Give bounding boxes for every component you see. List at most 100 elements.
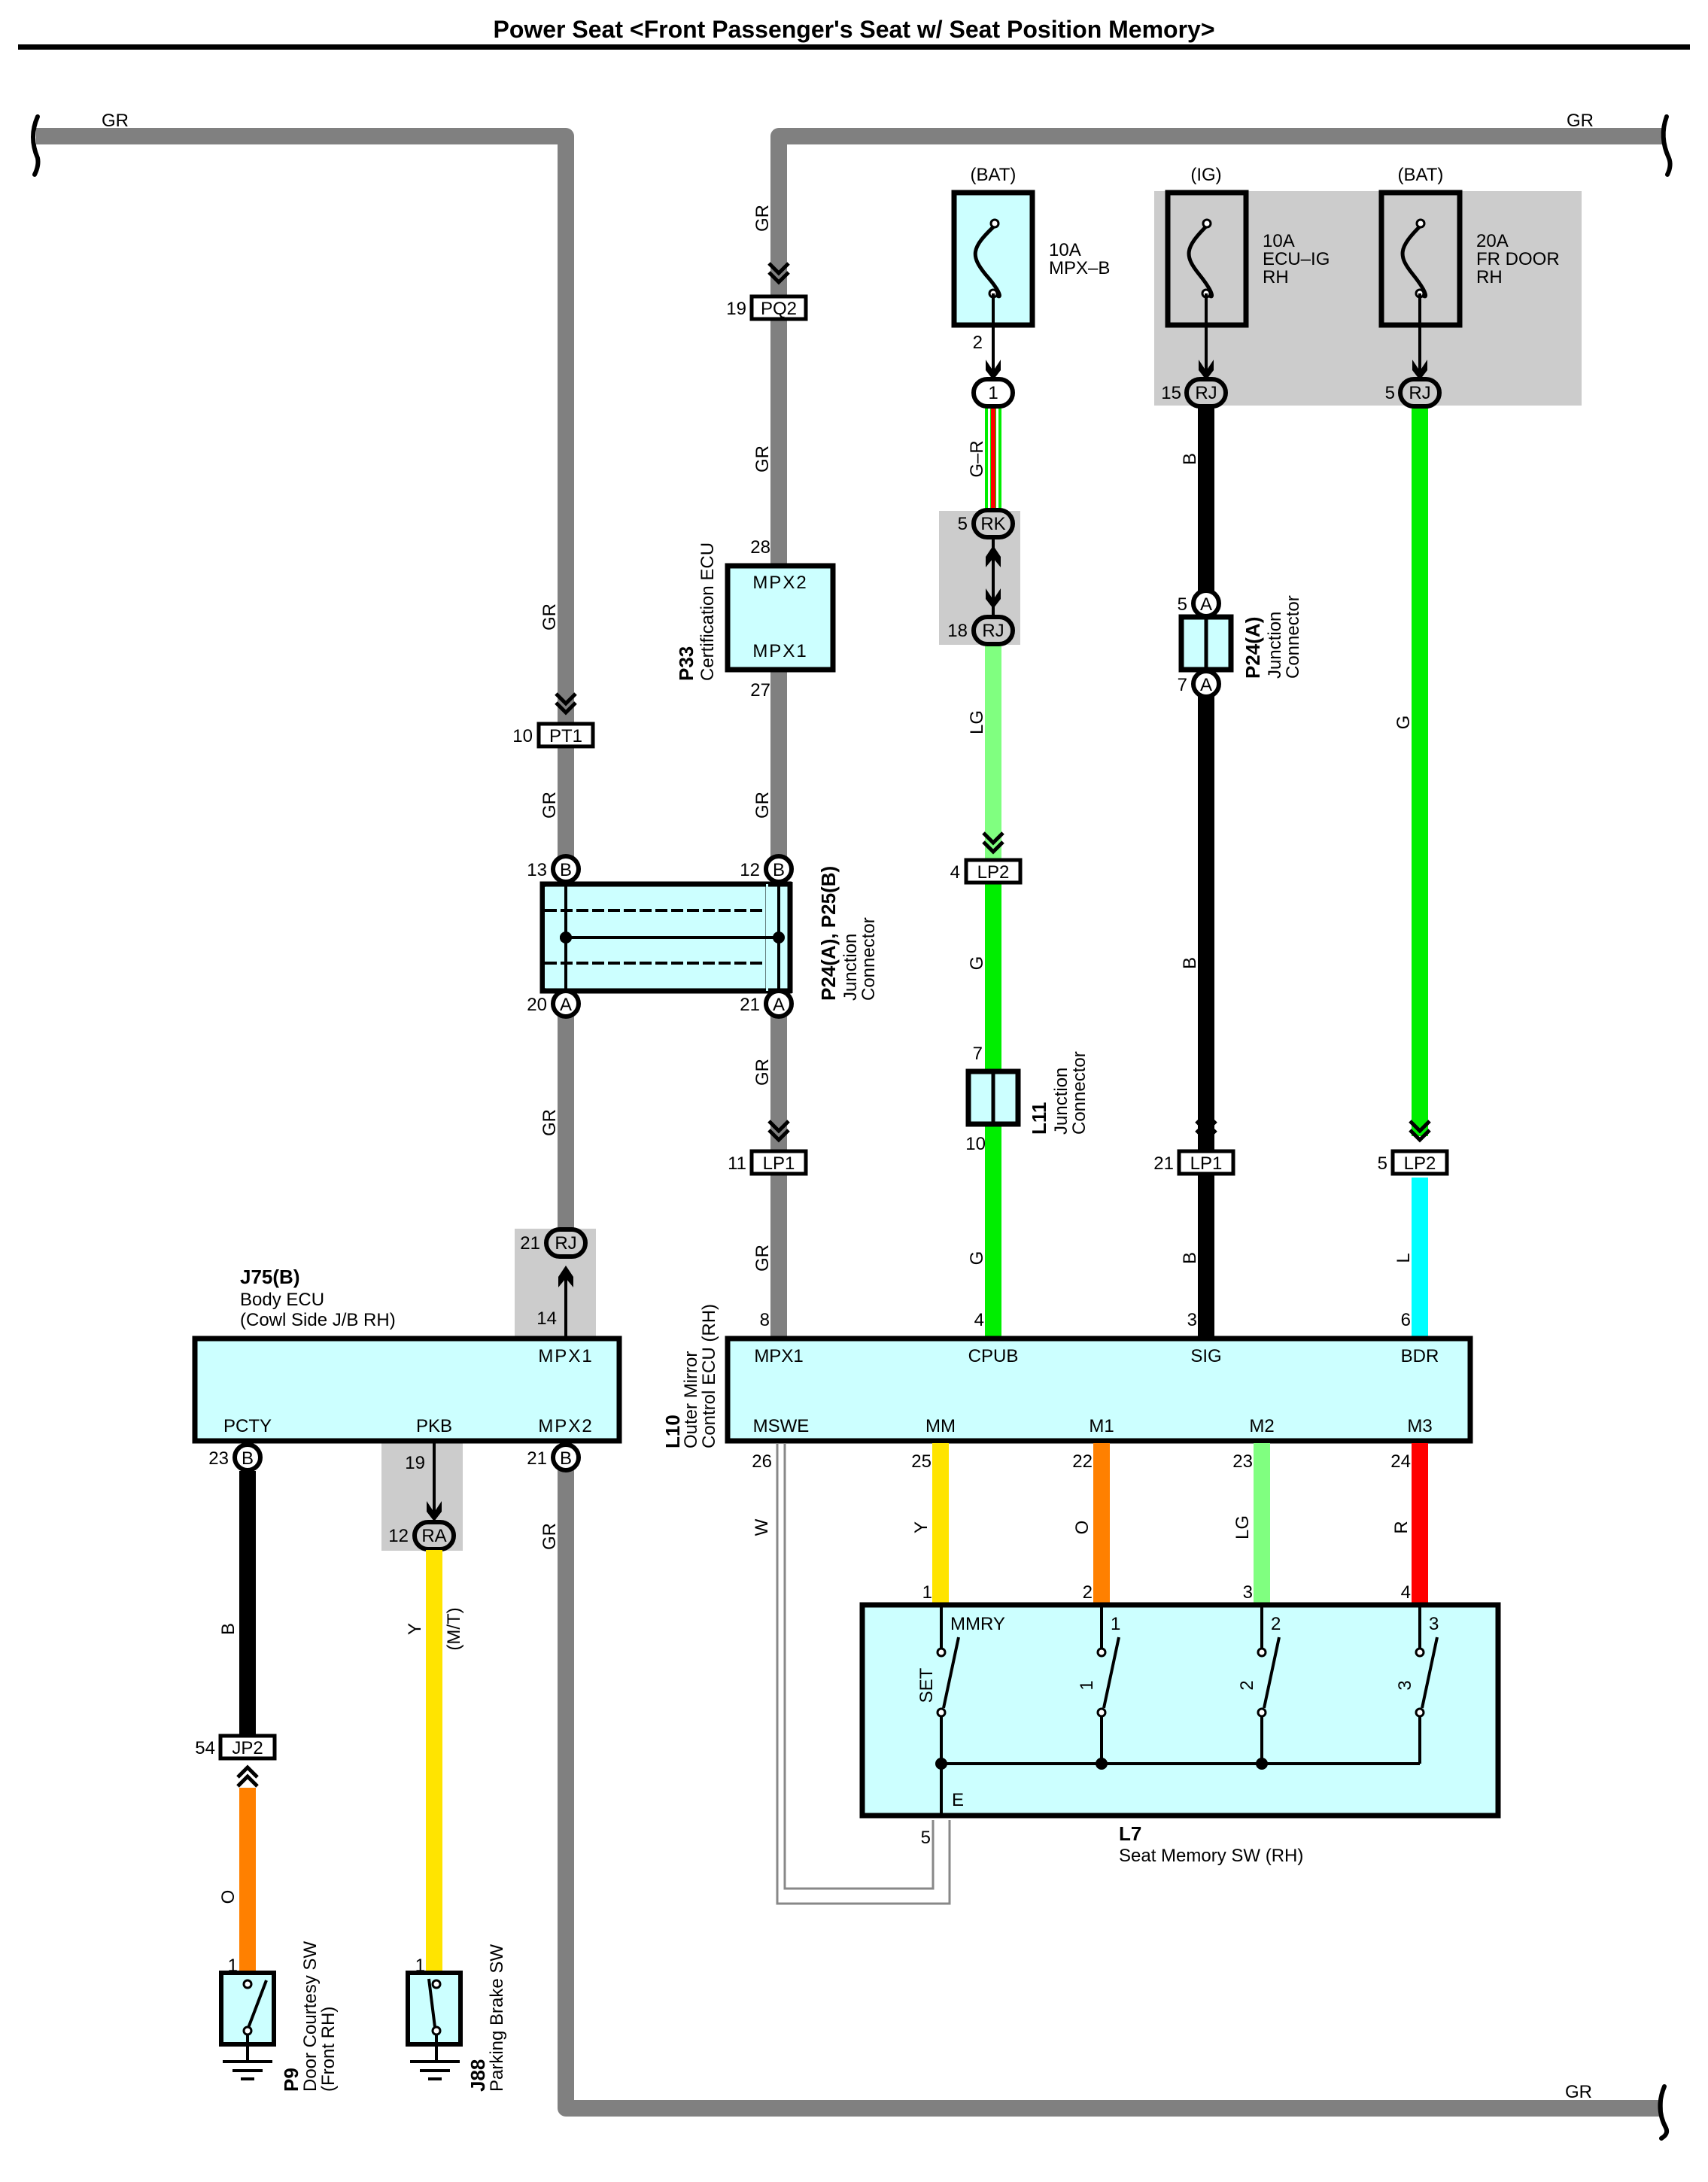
p33-certification-ecu: MPX2 MPX1 xyxy=(725,563,836,673)
svg-text:PT1: PT1 xyxy=(549,726,582,746)
fuse-mpx-b: (BAT) 10A MPX–B xyxy=(951,165,1110,328)
wire-color-label: LG xyxy=(967,710,987,734)
wire-y-pkb xyxy=(426,1550,442,1973)
pin-number: 15 xyxy=(1161,383,1181,403)
pin-circle xyxy=(551,989,581,1019)
wire-note: (M/T) xyxy=(444,1607,464,1650)
wire-r-m3 xyxy=(1412,1443,1428,1603)
component-name: Junction xyxy=(1265,612,1285,679)
component-name: Connector xyxy=(1069,1051,1090,1135)
wire-color-label: GR xyxy=(752,205,773,232)
pin-number: 19 xyxy=(726,299,746,319)
terminal-label: MPX1 xyxy=(538,1346,593,1366)
terminal-label: MPX1 xyxy=(754,1346,803,1366)
terminal-label: SIG xyxy=(1190,1346,1221,1366)
connector-lp2 xyxy=(964,858,1023,885)
svg-text:JP2: JP2 xyxy=(232,1738,263,1758)
terminal-label: MM xyxy=(925,1416,956,1436)
component-name: Connector xyxy=(859,917,879,1001)
pin-number: 4 xyxy=(1401,1582,1411,1603)
component-name: Parking Brake SW xyxy=(487,1944,507,2092)
connector-lp2 xyxy=(1390,1149,1449,1176)
wire-color-label: G xyxy=(967,1251,987,1266)
pin-number: 5 xyxy=(1385,383,1395,403)
j88-parking-brake-switch xyxy=(406,1971,463,2080)
component-code: L10 xyxy=(661,1415,684,1448)
terminal-label: PKB xyxy=(416,1416,452,1436)
connector-rj xyxy=(1184,377,1228,409)
svg-text:LP2: LP2 xyxy=(977,862,1010,883)
pin-number: 54 xyxy=(195,1738,215,1758)
connector-lp1 xyxy=(749,1149,808,1176)
connector-rj xyxy=(544,1227,588,1259)
memory-switch xyxy=(936,1605,960,1764)
pin-number: 5 xyxy=(1178,594,1187,615)
svg-text:RK: RK xyxy=(980,514,1005,534)
wire-color-label: GR xyxy=(752,1059,773,1086)
fuse-name: RH xyxy=(1263,267,1289,287)
fuse-icon xyxy=(1187,224,1214,299)
terminal-label: 2 xyxy=(1271,1614,1281,1634)
svg-text:RJ: RJ xyxy=(555,1233,576,1254)
component-name: Junction xyxy=(840,934,861,1001)
component-code: P24(A), P25(B) xyxy=(817,866,840,1001)
pin-number: 3 xyxy=(1243,1582,1253,1603)
switch-label: 3 xyxy=(1395,1680,1415,1690)
l10-outer-mirror-control-ecu xyxy=(725,1336,1473,1444)
pin-number: 10 xyxy=(512,726,533,746)
terminal-label: M1 xyxy=(1089,1416,1114,1436)
wire-color-label: GR xyxy=(539,1109,560,1136)
power-source-label: (IG) xyxy=(1190,165,1221,185)
svg-text:B: B xyxy=(773,860,785,880)
wire-l xyxy=(1412,1178,1428,1339)
pin-circle xyxy=(551,1442,581,1472)
pin-number: 5 xyxy=(921,1828,931,1848)
wire-b-ecu-ig xyxy=(1198,406,1214,1339)
pin-number: 26 xyxy=(752,1451,772,1472)
wire-color-label: GR xyxy=(752,1244,773,1272)
ground-icon xyxy=(223,2060,272,2080)
connector-pq2 xyxy=(749,294,808,321)
svg-text:RJ: RJ xyxy=(1409,383,1430,403)
terminal-label: MMRY xyxy=(950,1614,1005,1634)
wire-color-label: B xyxy=(1180,453,1200,465)
break-mark-top-left xyxy=(31,114,41,177)
terminal-label: MPX2 xyxy=(538,1416,593,1436)
svg-text:RJ: RJ xyxy=(1195,383,1217,403)
fuse-rating: 10A xyxy=(1263,231,1295,251)
pin-circle xyxy=(764,854,794,884)
connector-1 xyxy=(971,377,1015,409)
connector-jp2 xyxy=(218,1734,277,1761)
switch-label: 1 xyxy=(1077,1680,1097,1690)
pin-circle xyxy=(1191,669,1221,699)
switch-label: SET xyxy=(916,1667,937,1703)
terminal-label: PCTY xyxy=(223,1416,272,1436)
terminal-label: M3 xyxy=(1407,1416,1432,1436)
p9-door-courtesy-switch xyxy=(219,1971,276,2080)
component-code: L11 xyxy=(1028,1102,1050,1135)
pin-number: 7 xyxy=(973,1044,983,1064)
wire-color-label: GR xyxy=(1565,2082,1592,2102)
svg-text:LP1: LP1 xyxy=(1190,1153,1223,1174)
wire-y-mm xyxy=(932,1443,949,1603)
terminal-label: 1 xyxy=(1111,1614,1120,1634)
svg-text:B: B xyxy=(560,860,572,880)
j75-body-ecu: MPX1 PCTY PKB MPX2 xyxy=(192,1336,622,1444)
component-name: Certification ECU xyxy=(697,542,718,681)
pin-number: 24 xyxy=(1390,1451,1411,1472)
component-name: Control ECU (RH) xyxy=(699,1304,719,1448)
wire-color-label: L xyxy=(1393,1253,1414,1263)
pin-number: 12 xyxy=(740,860,760,880)
component-name: (Front RH) xyxy=(318,2007,339,2092)
connector-pt1 xyxy=(536,722,595,749)
wire-g-fr-door xyxy=(1412,406,1428,1136)
pin-circle xyxy=(232,1442,263,1472)
terminal-label: MPX2 xyxy=(752,573,807,593)
component-name: Junction xyxy=(1051,1068,1071,1135)
svg-text:RA: RA xyxy=(421,1526,446,1546)
ground-icon xyxy=(410,2060,460,2080)
break-mark-top-right xyxy=(1661,114,1673,177)
memory-switch xyxy=(1096,1605,1120,1764)
component-name: Connector xyxy=(1283,595,1303,679)
svg-text:RJ: RJ xyxy=(982,621,1004,641)
